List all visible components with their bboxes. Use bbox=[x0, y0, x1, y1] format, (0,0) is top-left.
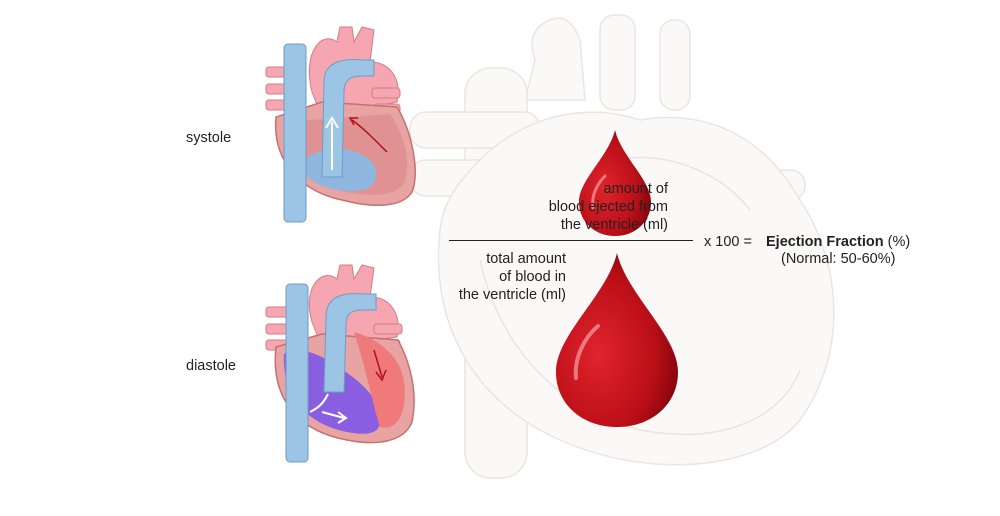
normal-range-text: (Normal: 50-60%) bbox=[781, 251, 896, 267]
multiplier-text: x 100 = bbox=[704, 234, 752, 250]
numerator-line-1: amount of bbox=[603, 181, 669, 197]
numerator-line-3: the ventricle (ml) bbox=[560, 217, 668, 233]
denominator-line-3: the ventricle (ml) bbox=[458, 287, 566, 303]
numerator-line-2: blood ejected from bbox=[548, 199, 668, 215]
diastole-heart-illustration bbox=[265, 264, 415, 463]
diastole-label: diastole bbox=[186, 358, 236, 374]
systole-label: systole bbox=[186, 130, 232, 146]
fraction-bar bbox=[449, 240, 693, 241]
result-bold: Ejection Fraction bbox=[766, 234, 884, 250]
denominator-line-1: total amount bbox=[486, 251, 566, 267]
small-blood-drop-icon bbox=[579, 130, 651, 236]
numerator-text: amount of blood ejected from the ventric… bbox=[436, 180, 668, 234]
large-blood-drop-icon bbox=[556, 253, 678, 427]
result-text: Ejection Fraction (%) bbox=[766, 233, 910, 251]
result-unit: (%) bbox=[883, 234, 911, 250]
systole-heart-illustration bbox=[265, 26, 416, 223]
denominator-line-2: of blood in bbox=[499, 269, 566, 285]
denominator-text: total amount of blood in the ventricle (… bbox=[456, 250, 566, 304]
